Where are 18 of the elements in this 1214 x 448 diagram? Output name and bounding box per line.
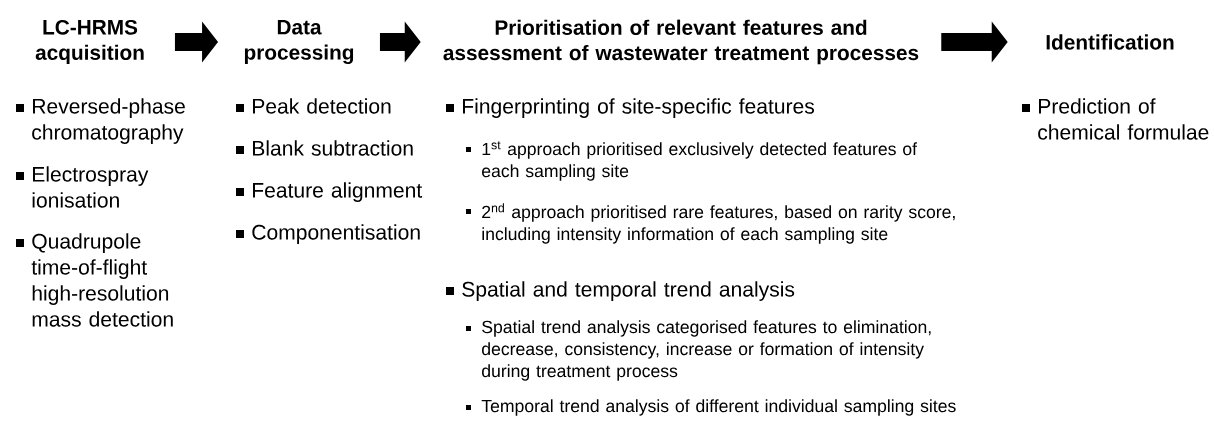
step-heading: Data processing (244, 19, 354, 64)
step-heading: Prioritisation of relevant features and assessment of wastewater treatment processes (443, 19, 919, 65)
bullet-item: Fingerprinting of site-specific features (446, 98, 815, 118)
bullet-item: Reversed-phase chromatography (16, 98, 185, 144)
bullet-item: Componentisation (236, 224, 420, 244)
bullet-item: Peak detection (236, 98, 391, 114)
bullet-item: Electrospray ionisation (16, 166, 149, 208)
bullet-item: Quadrupole time-of-flight high-resolution mass detection (16, 233, 173, 327)
bullet-item: Blank subtraction (236, 140, 413, 156)
bullet-item: Feature alignment (236, 182, 423, 202)
step-heading: LC-HRMS acquisition (35, 19, 144, 65)
bullet-item: Prediction of chemical formulae (1022, 98, 1209, 140)
bullet-item: Temporal trend analysis of different individual sampling sites (466, 399, 956, 416)
bullet-item: 2$^{nd}$ approach prioritised rare features, based on rarity score, including intensity information of each sampling site (466, 203, 955, 244)
bullet-item: 1$^{st}$ approach prioritised exclusively detected features of each sampling site (466, 141, 917, 181)
bullet-item: Spatial trend analysis categorised features to elimination, decrease, consistency, increase or formation of intensity during treatment process (466, 320, 931, 381)
bullet-item: Spatial and temporal trend analysis (446, 281, 795, 301)
step-heading: Identification (1046, 34, 1174, 50)
